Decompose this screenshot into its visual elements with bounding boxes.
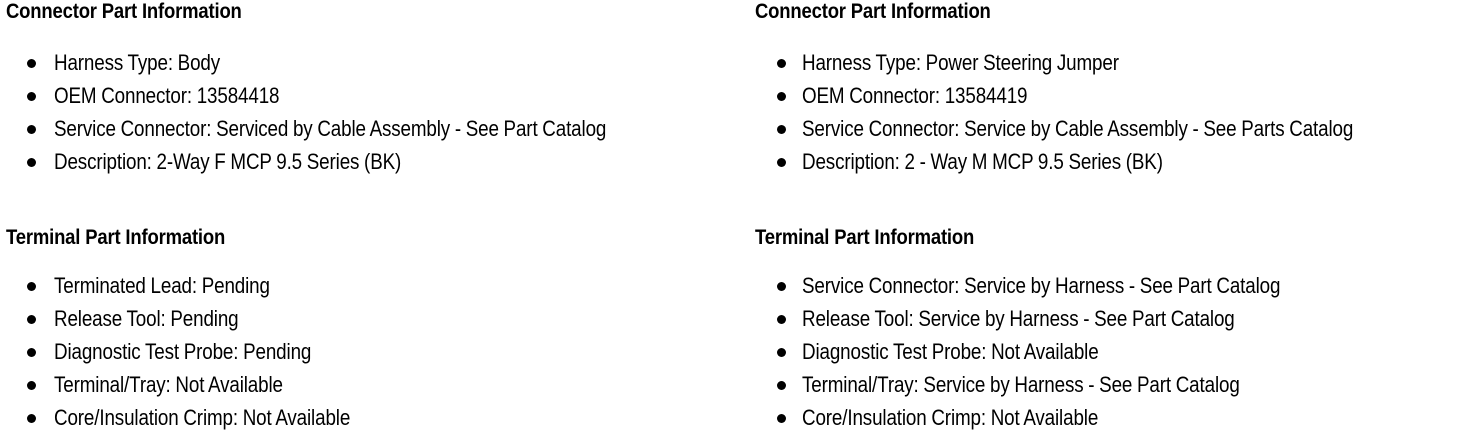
- section-heading-terminal-right: Terminal Part Information: [755, 226, 975, 249]
- connector-part-information-section-left: Connector Part Information Harness Type:…: [6, 0, 736, 174]
- list-item: Description: 2-Way F MCP 9.5 Series (BK): [6, 145, 736, 178]
- list-item-text: Service Connector: Service by Harness - …: [802, 273, 1281, 298]
- section-heading-terminal-left: Terminal Part Information: [6, 226, 226, 249]
- list-item-text: Release Tool: Pending: [54, 306, 239, 331]
- list-item-text: Diagnostic Test Probe: Not Available: [802, 339, 1099, 364]
- list-item-text: Description: 2-Way F MCP 9.5 Series (BK): [54, 149, 402, 174]
- list-item: Core/Insulation Crimp: Not Available: [755, 401, 1470, 434]
- list-item: Core/Insulation Crimp: Not Available: [6, 401, 736, 434]
- list-item: Service Connector: Service by Harness - …: [755, 269, 1470, 302]
- list-item-text: Description: 2 - Way M MCP 9.5 Series (B…: [802, 149, 1163, 174]
- list-item: Description: 2 - Way M MCP 9.5 Series (B…: [755, 145, 1470, 178]
- list-item: Service Connector: Service by Cable Asse…: [755, 112, 1470, 145]
- list-item: Diagnostic Test Probe: Pending: [6, 335, 736, 368]
- connector-detail-list-left: Harness Type: Body OEM Connector: 135844…: [6, 46, 736, 178]
- list-item: Harness Type: Power Steering Jumper: [755, 46, 1470, 79]
- list-item-text: OEM Connector: 13584419: [802, 83, 1028, 108]
- list-item-text: Core/Insulation Crimp: Not Available: [54, 405, 351, 430]
- connector-part-information-section-right: Connector Part Information Harness Type:…: [755, 0, 1470, 174]
- list-item-text: Harness Type: Body: [54, 50, 221, 75]
- terminal-part-information-section-right: Terminal Part Information Service Connec…: [755, 226, 1470, 430]
- list-item-text: Diagnostic Test Probe: Pending: [54, 339, 312, 364]
- list-item: Terminal/Tray: Service by Harness - See …: [755, 368, 1470, 401]
- list-item-text: OEM Connector: 13584418: [54, 83, 280, 108]
- list-item: OEM Connector: 13584419: [755, 79, 1470, 112]
- list-item-text: Terminated Lead: Pending: [54, 273, 270, 298]
- list-item: Terminal/Tray: Not Available: [6, 368, 736, 401]
- connector-detail-list-right: Harness Type: Power Steering Jumper OEM …: [755, 46, 1470, 178]
- list-item-text: Terminal/Tray: Not Available: [54, 372, 283, 397]
- list-item: Diagnostic Test Probe: Not Available: [755, 335, 1470, 368]
- terminal-detail-list-left: Terminated Lead: Pending Release Tool: P…: [6, 269, 736, 434]
- list-item-text: Service Connector: Service by Cable Asse…: [802, 116, 1354, 141]
- list-item-text: Core/Insulation Crimp: Not Available: [802, 405, 1099, 430]
- list-item-text: Release Tool: Service by Harness - See P…: [802, 306, 1235, 331]
- section-heading-connector-right: Connector Part Information: [755, 0, 991, 23]
- list-item: Terminated Lead: Pending: [6, 269, 736, 302]
- list-item: Release Tool: Pending: [6, 302, 736, 335]
- list-item: OEM Connector: 13584418: [6, 79, 736, 112]
- list-item-text: Harness Type: Power Steering Jumper: [802, 50, 1119, 75]
- list-item-text: Terminal/Tray: Service by Harness - See …: [802, 372, 1240, 397]
- terminal-part-information-section-left: Terminal Part Information Terminated Lea…: [6, 226, 736, 430]
- list-item: Release Tool: Service by Harness - See P…: [755, 302, 1470, 335]
- list-item-text: Service Connector: Serviced by Cable Ass…: [54, 116, 607, 141]
- section-heading-connector-left: Connector Part Information: [6, 0, 242, 23]
- list-item: Harness Type: Body: [6, 46, 736, 79]
- list-item: Service Connector: Serviced by Cable Ass…: [6, 112, 736, 145]
- terminal-detail-list-right: Service Connector: Service by Harness - …: [755, 269, 1470, 434]
